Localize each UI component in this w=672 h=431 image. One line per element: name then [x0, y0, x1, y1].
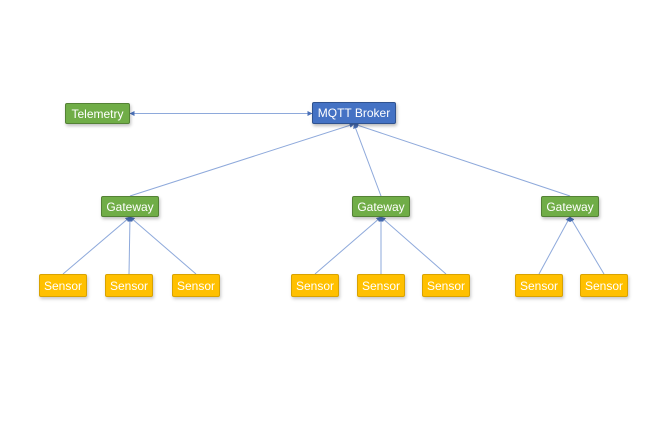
sensor-node: Sensor [580, 274, 628, 297]
sensor-node: Sensor [357, 274, 405, 297]
sensor-node: Sensor [39, 274, 87, 297]
gateway-node: Gateway [101, 196, 159, 217]
sensor-node: Sensor [105, 274, 153, 297]
gateway-node: Gateway [352, 196, 410, 217]
connector-line [129, 216, 197, 275]
connector-line [62, 216, 131, 275]
gateway-node: Gateway [541, 196, 599, 217]
sensor-node: Sensor [422, 274, 470, 297]
sensor-node: Sensor [515, 274, 563, 297]
connector-line [538, 216, 571, 275]
telemetry-node: Telemetry [65, 103, 130, 124]
mqtt-broker-node: MQTT Broker [312, 102, 396, 124]
connector-line [569, 216, 605, 275]
connector-line [353, 123, 382, 197]
connector-line [380, 216, 447, 275]
connector-line [353, 123, 571, 197]
sensor-node: Sensor [172, 274, 220, 297]
connector-line [129, 122, 355, 197]
connector-line [127, 216, 133, 275]
connector-line [314, 216, 382, 275]
sensor-node: Sensor [291, 274, 339, 297]
